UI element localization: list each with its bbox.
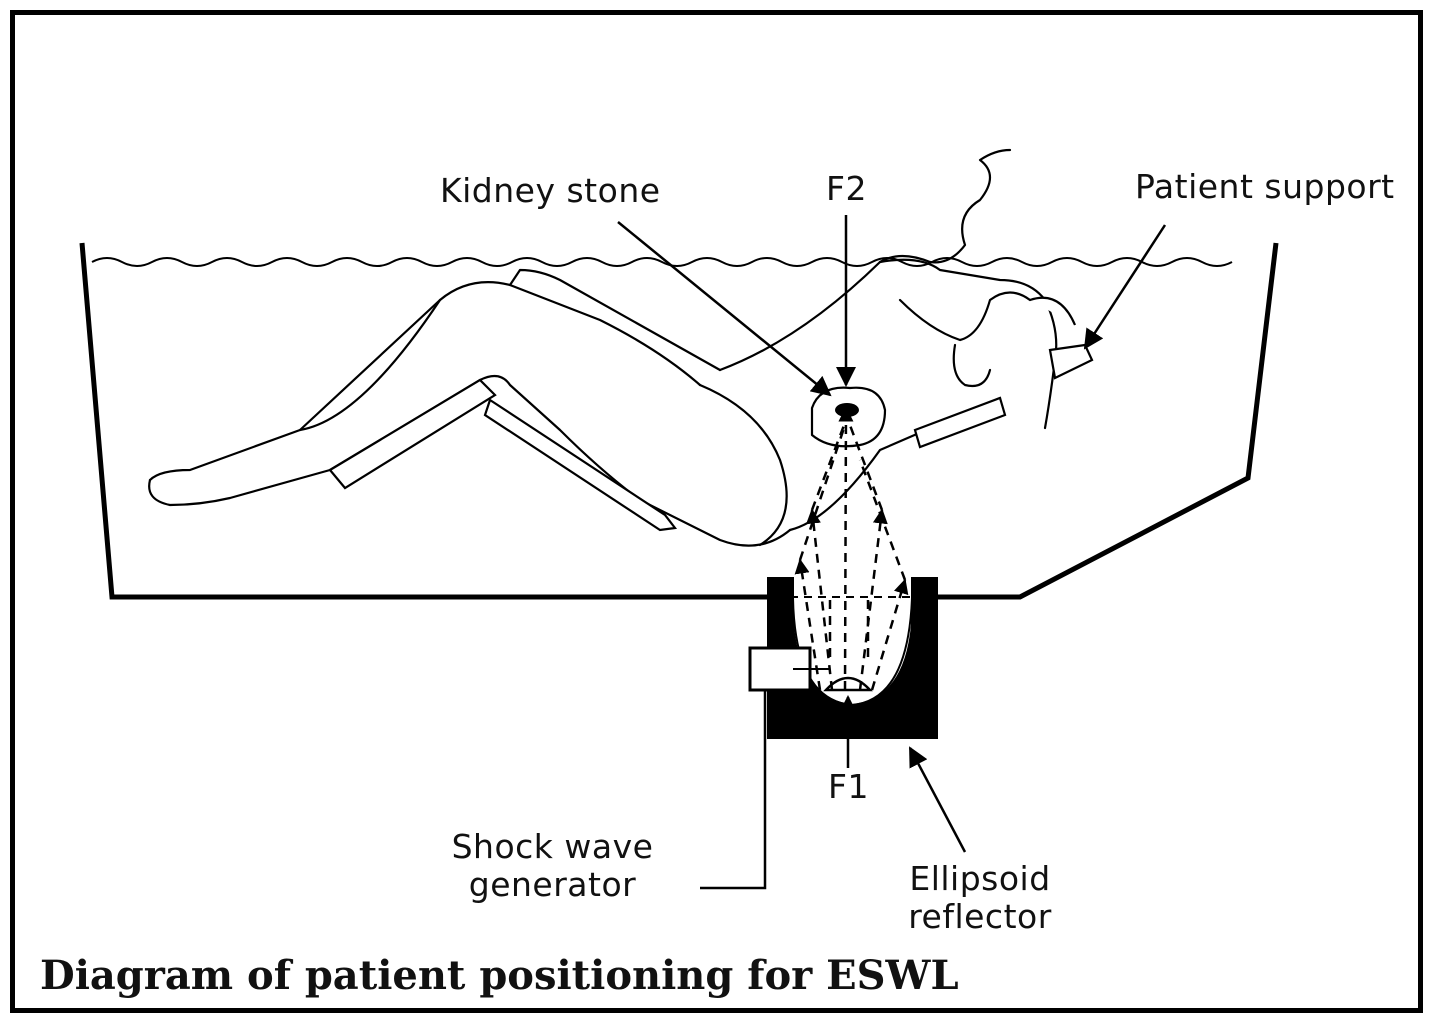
shock-wave-rays	[800, 408, 905, 690]
shock-wave-generator-label-line1: Shock wave	[445, 828, 660, 866]
water-tub	[82, 243, 1276, 597]
patient-support-leader	[1085, 225, 1165, 348]
f2-label: F2	[826, 170, 867, 208]
patient-support-label: Patient support	[1135, 168, 1395, 206]
kidney-stone-label: Kidney stone	[440, 172, 661, 210]
diagram-caption: Diagram of patient positioning for ESWL	[40, 952, 959, 999]
shock-wave-generator-leader	[700, 690, 765, 888]
ellipsoid-reflector-label-line1: Ellipsoid	[900, 860, 1060, 898]
shock-wave-generator-label: Shock wave generator	[445, 828, 660, 904]
kidney-stone-mark	[835, 403, 859, 417]
ellipsoid-reflector-label: Ellipsoid reflector	[900, 860, 1060, 936]
shock-wave-generator-label-line2: generator	[445, 866, 660, 904]
ellipsoid-reflector-label-line2: reflector	[900, 898, 1060, 936]
leg-supports	[330, 380, 1005, 530]
f1-label: F1	[828, 768, 869, 806]
ellipsoid-reflector-leader	[910, 748, 965, 852]
patient-support-rest	[1030, 298, 1092, 378]
kidney-outline	[812, 388, 885, 447]
